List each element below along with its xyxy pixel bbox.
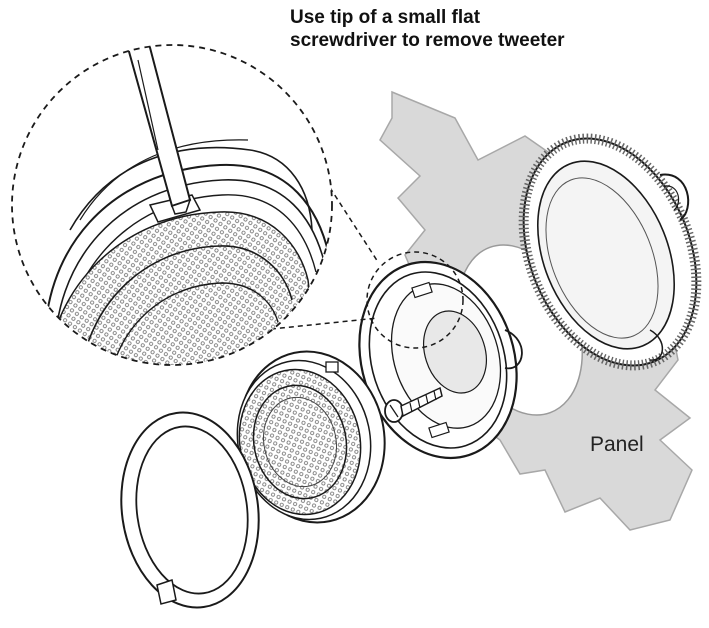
callout-lines bbox=[261, 179, 464, 349]
flat-screwdriver-icon bbox=[126, 45, 192, 215]
trim-ring bbox=[120, 411, 260, 609]
instruction-caption: Use tip of a small flat screwdriver to r… bbox=[290, 6, 700, 52]
panel-label: Panel bbox=[590, 433, 644, 456]
caption-line-1: Use tip of a small flat bbox=[290, 7, 481, 28]
tweeter bbox=[236, 350, 386, 524]
screw-icon bbox=[384, 386, 443, 423]
caption-line-2: screwdriver to remove tweeter bbox=[290, 30, 565, 51]
surface-mount-cup bbox=[518, 133, 702, 371]
detail-magnifier bbox=[11, 44, 333, 366]
